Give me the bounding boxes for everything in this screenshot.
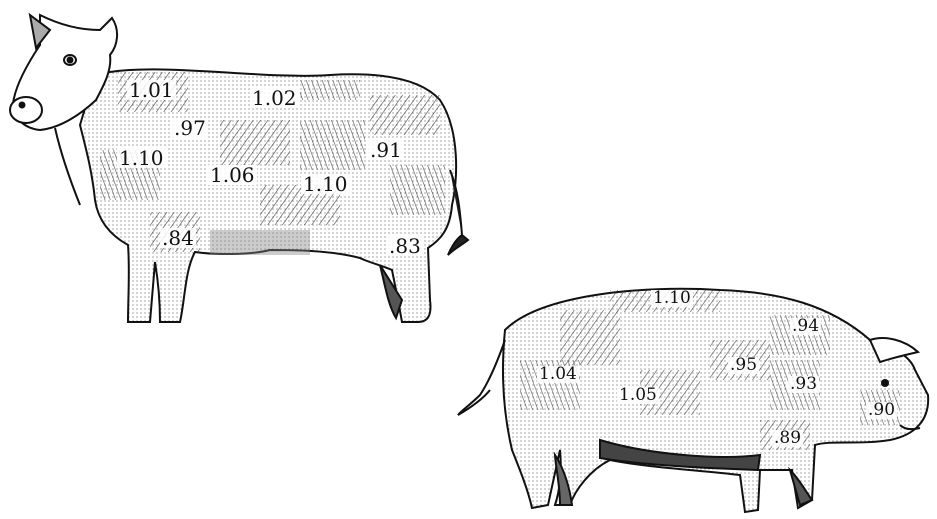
cow-label-7: .91: [368, 140, 404, 160]
cow-label-2: 1.02: [250, 88, 299, 108]
cow-label-5: 1.06: [208, 165, 257, 185]
pig-label-8: .89: [772, 430, 803, 447]
pig-label-2: .94: [790, 318, 821, 335]
pig-label-3: 1.04: [537, 366, 579, 383]
pig-label-6: 1.05: [617, 387, 659, 404]
cow-label-6: 1.10: [301, 174, 350, 194]
pig-label-5: .93: [788, 376, 819, 393]
pig-label-7: .90: [866, 402, 897, 419]
cow-label-8: .84: [160, 228, 196, 248]
cow-label-3: .97: [172, 118, 208, 138]
cow-label-4: 1.10: [117, 148, 166, 168]
cow-label-1: 1.01: [127, 80, 176, 100]
pig-label-4: .95: [728, 357, 759, 374]
cow-label-9: .83: [387, 236, 423, 256]
pig-label-1: 1.10: [651, 290, 693, 307]
